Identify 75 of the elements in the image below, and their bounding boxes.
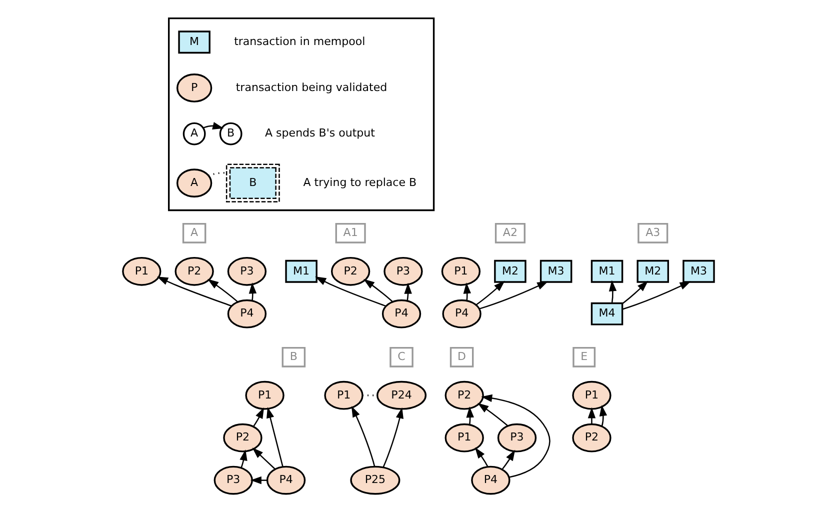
arrow (479, 281, 548, 310)
connector (208, 172, 227, 176)
arrow (248, 282, 257, 301)
arrow (478, 402, 508, 426)
node-ellipse: P1 (122, 256, 162, 286)
node-ellipse: P1 (572, 380, 612, 410)
node-ellipse: P2 (572, 423, 612, 452)
arrow (502, 450, 516, 470)
arrow (208, 279, 238, 302)
node-box: M (178, 30, 210, 54)
node-ellipse: P2 (330, 256, 370, 286)
arrow (474, 447, 488, 467)
arrow (608, 280, 617, 304)
node-ellipse: P1 (324, 380, 364, 410)
arrow (266, 406, 284, 467)
arrow (240, 449, 248, 468)
node-box: B (282, 346, 306, 368)
arrow (622, 280, 648, 304)
node-ellipse: P3 (384, 256, 423, 286)
node-circle: B (219, 122, 242, 146)
node-ellipse: P25 (350, 466, 400, 495)
node-ellipse: P4 (471, 466, 510, 495)
node-box: A (182, 222, 206, 244)
node-label: transaction in mempool (234, 34, 366, 48)
arrow (156, 276, 232, 307)
arrow (404, 282, 412, 301)
node-box: M4 (590, 302, 624, 326)
arrow (315, 276, 386, 307)
arrow (476, 280, 505, 306)
node-ellipse: P4 (227, 299, 267, 328)
node-ellipse: P2 (223, 423, 262, 452)
arrow (363, 278, 393, 302)
node-circle: A (182, 122, 206, 146)
cluster (168, 17, 435, 212)
node-ellipse: P2 (444, 380, 484, 410)
arrow (466, 406, 474, 425)
arrow (351, 406, 376, 467)
node-ellipse: P24 (376, 380, 427, 410)
arrow (622, 281, 691, 310)
node-ellipse: P3 (214, 466, 253, 495)
node-ellipse: P2 (174, 256, 214, 286)
node-ellipse: P (176, 74, 212, 102)
node-ellipse: P1 (441, 256, 481, 286)
node-box: E (572, 346, 596, 368)
node-label: A trying to replace B (303, 176, 417, 189)
node-ellipse: P1 (245, 380, 284, 410)
node-box: D (450, 346, 474, 368)
node-box: C (390, 346, 414, 368)
node-ellipse: P4 (442, 299, 482, 328)
node-ellipse: P4 (382, 299, 422, 328)
node-ellipse: P1 (444, 423, 484, 452)
arrow (599, 405, 608, 426)
node-ellipse: A (176, 168, 212, 198)
arrow (203, 122, 224, 130)
node-box: A2 (494, 222, 526, 244)
arrow (588, 407, 596, 424)
node-label: transaction being validated (236, 80, 388, 94)
arrow (382, 407, 404, 468)
node-box: A3 (638, 222, 668, 244)
node-box: M1 (590, 260, 624, 283)
node-ellipse: P4 (266, 466, 306, 495)
arrow (252, 448, 276, 470)
node-box: M1 (285, 260, 318, 283)
node-box: B (226, 164, 280, 202)
node-ellipse: P3 (227, 256, 267, 286)
node-box: M3 (682, 260, 715, 283)
node-box: M2 (636, 260, 669, 283)
arrow (250, 476, 268, 484)
node-box: M3 (540, 260, 572, 283)
arrow (252, 407, 264, 427)
node-box: A1 (335, 222, 366, 244)
node-label: A spends B's output (265, 126, 375, 140)
node-ellipse: P3 (497, 423, 537, 452)
node-box: M2 (494, 260, 526, 283)
arrow (481, 394, 550, 478)
